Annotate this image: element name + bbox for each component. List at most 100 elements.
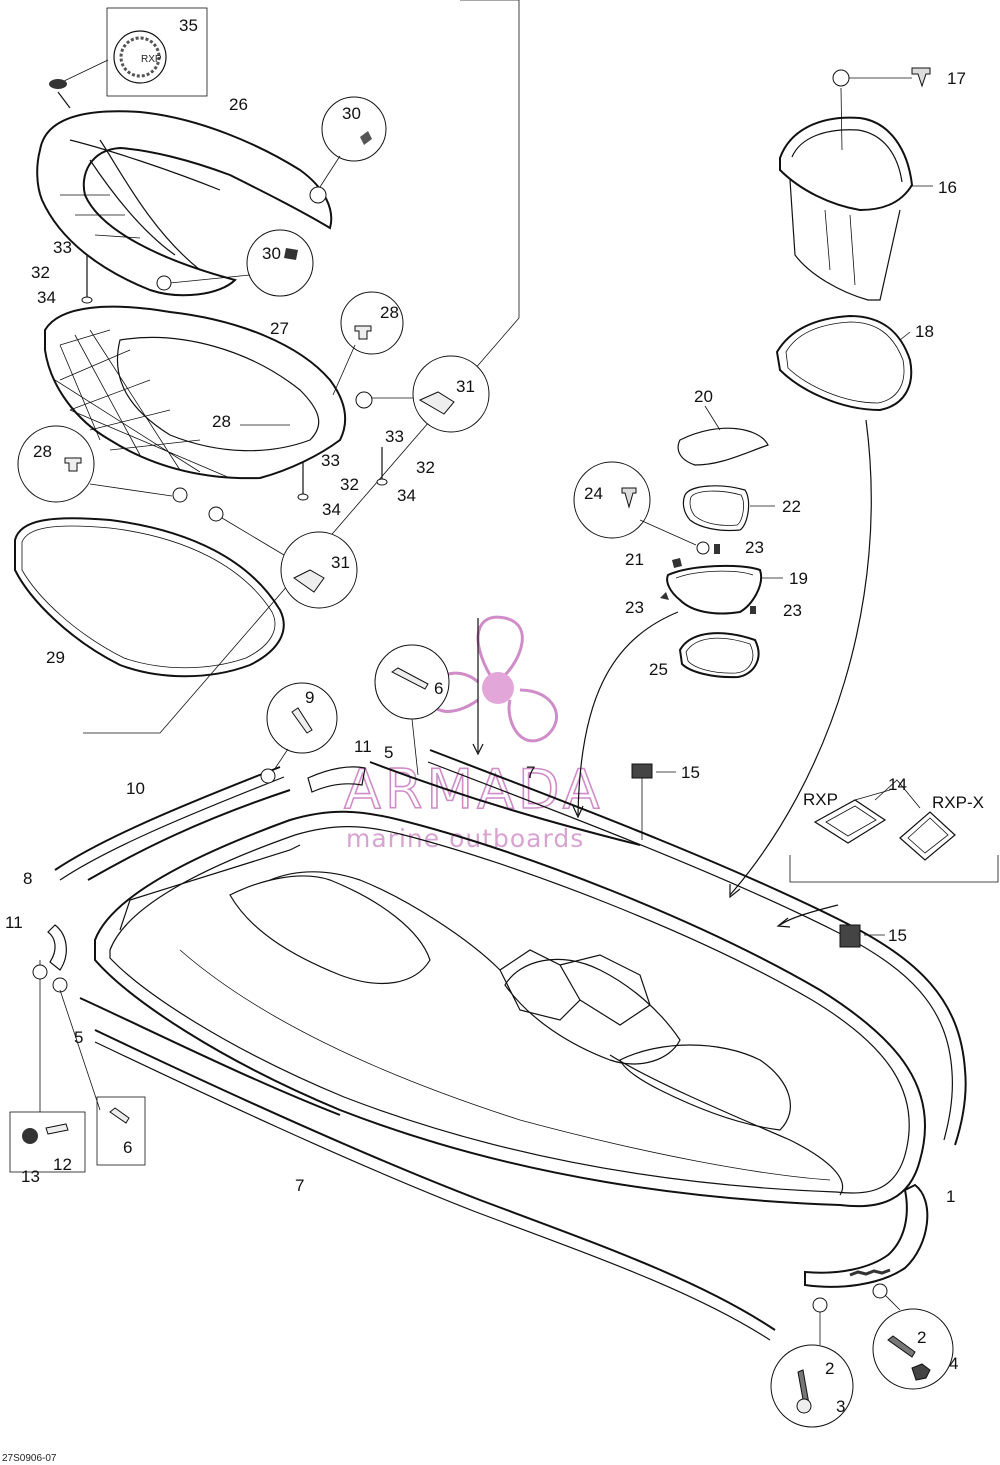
bolt-callout-6a	[374, 644, 450, 776]
callout-15b: 15	[888, 926, 907, 945]
callout-27: 27	[270, 319, 289, 338]
callout-30a: 30	[342, 104, 361, 123]
callout-3: 3	[836, 1397, 845, 1416]
cover-20	[677, 405, 769, 466]
screw-callout-2-3	[770, 1297, 854, 1428]
callout-31b: 31	[331, 553, 350, 572]
callout-33c: 33	[321, 451, 340, 470]
callout-30b: 30	[262, 244, 281, 263]
callout-33a: 33	[53, 238, 72, 257]
drain-plug-15a	[631, 763, 676, 840]
callout-23b: 23	[625, 598, 644, 617]
storage-bin-16	[779, 116, 933, 301]
callout-6b: 6	[123, 1138, 132, 1157]
callout-34c: 34	[322, 500, 341, 519]
callout-29: 29	[46, 648, 65, 667]
callout-4: 4	[949, 1354, 958, 1373]
callout-7a: 7	[526, 763, 535, 782]
clip-callout-30a	[309, 96, 387, 204]
plate-14-rxpx	[899, 811, 956, 861]
gasket-22	[682, 485, 775, 532]
rxp-frame	[789, 855, 999, 883]
callout-34b: 34	[397, 486, 416, 505]
leader-14	[874, 779, 921, 809]
callout-15a: 15	[681, 763, 700, 782]
callout-35: 35	[179, 16, 198, 35]
latch-callout-31b	[208, 506, 358, 609]
seat-badge-35: RXP	[49, 7, 208, 109]
callout-2b: 2	[917, 1328, 926, 1347]
callout-2a: 2	[825, 1359, 834, 1378]
seat-base-27	[44, 305, 347, 480]
callout-6a: 6	[434, 679, 443, 698]
side-rail-5-upper	[369, 761, 641, 846]
trim-8	[87, 789, 291, 881]
callout-rxpx: RXP-X	[932, 793, 984, 812]
gasket-25	[678, 632, 760, 679]
callout-5b: 5	[74, 1028, 83, 1047]
bumper-callout-28a	[332, 291, 404, 396]
callout-13: 13	[21, 1167, 40, 1186]
callout-31a: 31	[456, 377, 475, 396]
glove-box-19	[660, 544, 783, 615]
side-rail-5-lower	[79, 997, 341, 1116]
callout-16: 16	[938, 178, 957, 197]
callout-11b: 11	[5, 913, 23, 932]
callout-1: 1	[946, 1187, 955, 1206]
callout-26: 26	[229, 95, 248, 114]
svg-text:RXP: RXP	[141, 54, 162, 65]
callout-17: 17	[947, 69, 966, 88]
callout-33b: 33	[385, 427, 404, 446]
bumper-callout-28b	[17, 425, 188, 503]
callout-14: 14	[888, 775, 907, 794]
latch-callout-31a	[355, 355, 490, 433]
callout-28a: 28	[380, 303, 399, 322]
callout-23c: 23	[783, 601, 802, 620]
plug-callout-24	[573, 461, 710, 555]
callout-22: 22	[782, 497, 801, 516]
callout-7b: 7	[295, 1176, 304, 1195]
callout-25: 25	[649, 660, 668, 679]
callout-18: 18	[915, 322, 934, 341]
gasket-18	[775, 314, 913, 412]
screw-callout-2-4	[872, 1283, 954, 1390]
callout-28c: 28	[33, 442, 52, 461]
callout-32b: 32	[416, 458, 435, 477]
callout-34a: 34	[37, 288, 56, 307]
insert-17	[832, 67, 931, 151]
callout-24: 24	[584, 484, 603, 503]
callout-32a: 32	[31, 263, 50, 282]
callout-23a: 23	[745, 538, 764, 557]
callout-8: 8	[23, 869, 32, 888]
callout-labels: 35 26 30 30 33 32 34 27 28 31 28 28 33 3…	[5, 16, 984, 1416]
callout-20: 20	[694, 387, 713, 406]
callout-5a: 5	[384, 743, 393, 762]
callout-11a: 11	[354, 737, 372, 756]
trim-10	[54, 766, 285, 881]
seal-29	[14, 517, 285, 678]
callout-9: 9	[305, 688, 314, 707]
callout-32c: 32	[340, 475, 359, 494]
callout-10: 10	[126, 779, 145, 798]
bolt-callout-9	[260, 682, 338, 784]
corner-bumper-11-upper	[307, 766, 366, 793]
seat-hardware	[81, 255, 388, 501]
callout-28b: 28	[212, 412, 231, 431]
upper-group-frame	[83, 0, 520, 734]
seat-cover-26	[36, 110, 333, 297]
watermark-logo: ARMADA marine outboards	[343, 615, 600, 853]
callout-19: 19	[789, 569, 808, 588]
rub-rail-7-lower	[94, 1029, 776, 1341]
callout-21: 21	[625, 550, 644, 569]
propeller-icon	[429, 615, 558, 743]
bow-bumper-1	[804, 1183, 929, 1288]
callout-rxp: RXP	[803, 790, 838, 809]
diagram-code: 27S0906-07	[2, 1453, 57, 1464]
corner-bumper-11-lower	[47, 924, 67, 971]
plug-callout-12-13	[9, 960, 101, 1173]
callout-12: 12	[53, 1155, 72, 1174]
deck-hull	[94, 810, 927, 1208]
drain-plug-15b	[839, 924, 885, 948]
clip-callout-30b	[156, 229, 314, 297]
